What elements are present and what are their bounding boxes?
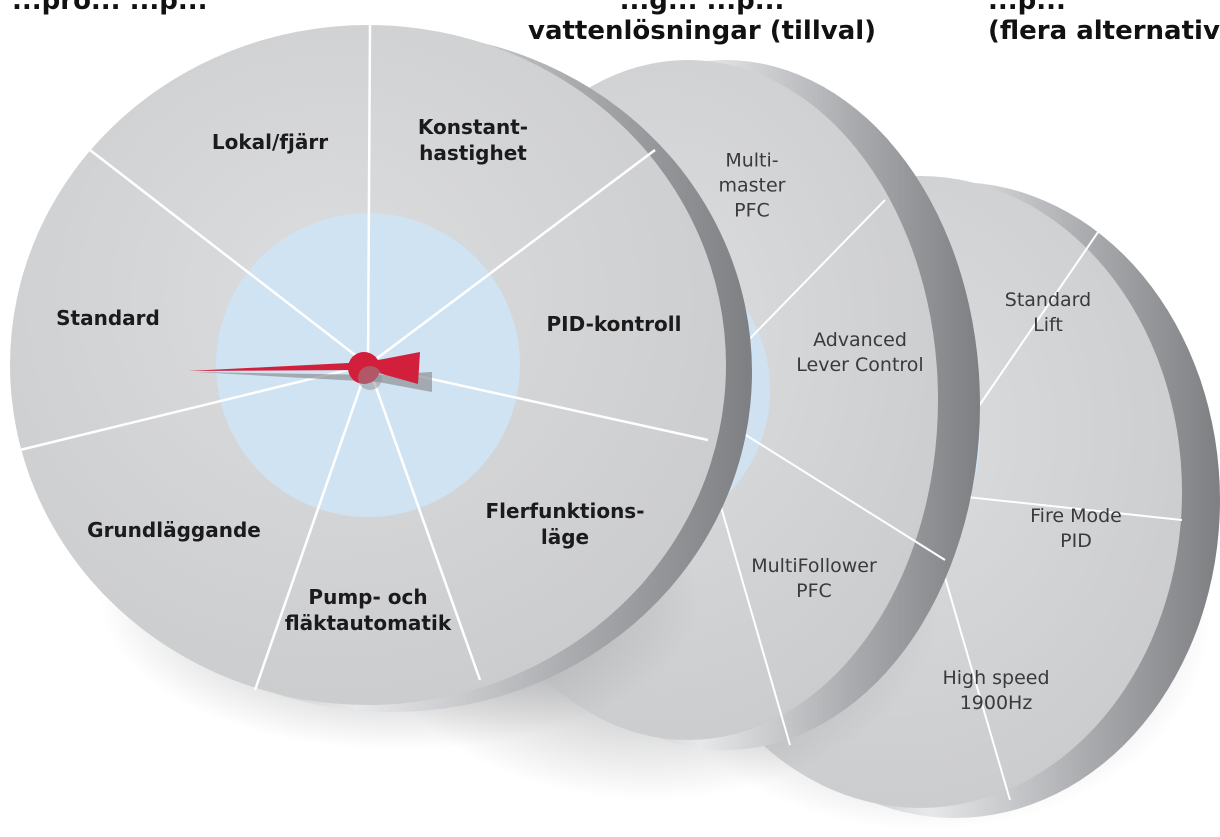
needle — [188, 352, 432, 392]
needle-hub-shadow — [358, 366, 382, 390]
header-right-line: ...p... — [988, 0, 1066, 16]
disc-front-divider — [366, 24, 372, 366]
header-right: ...p...(flera alternativ) — [988, 0, 1220, 46]
header-middle-line: vattenlösningar (tillval) — [528, 16, 877, 46]
front-segment-label: Lokal/fjärr — [212, 130, 328, 154]
header-middle: ...g... ...p...vattenlösningar (tillval) — [528, 0, 876, 46]
disc-front — [10, 24, 752, 750]
front-segment-label: PID-kontroll — [547, 312, 682, 336]
disc-front-divider — [89, 149, 369, 366]
disc-front-divider — [366, 364, 482, 681]
header-right-line: (flera alternativ) — [988, 16, 1220, 46]
front-segment-label: Flerfunktions-läge — [485, 499, 644, 549]
segment-labels: Lokal/fjärr Konstant-hastighetPID-kontrol… — [56, 115, 1122, 714]
disc-front-divider — [367, 148, 656, 367]
header-left: ...pro... ...p... — [12, 0, 207, 16]
disc-front-divider — [19, 363, 369, 452]
front-segment-label: Standard — [56, 306, 160, 330]
header-middle-line: ...g... ...p... — [619, 0, 785, 16]
front-segment-label: Grundläggande — [87, 518, 261, 542]
disc-front-divider — [253, 364, 370, 691]
header-left-line: ...pro... ...p... — [12, 0, 208, 16]
needle-pointer — [188, 352, 420, 384]
front-segment-label: Konstant-hastighet — [418, 115, 528, 165]
